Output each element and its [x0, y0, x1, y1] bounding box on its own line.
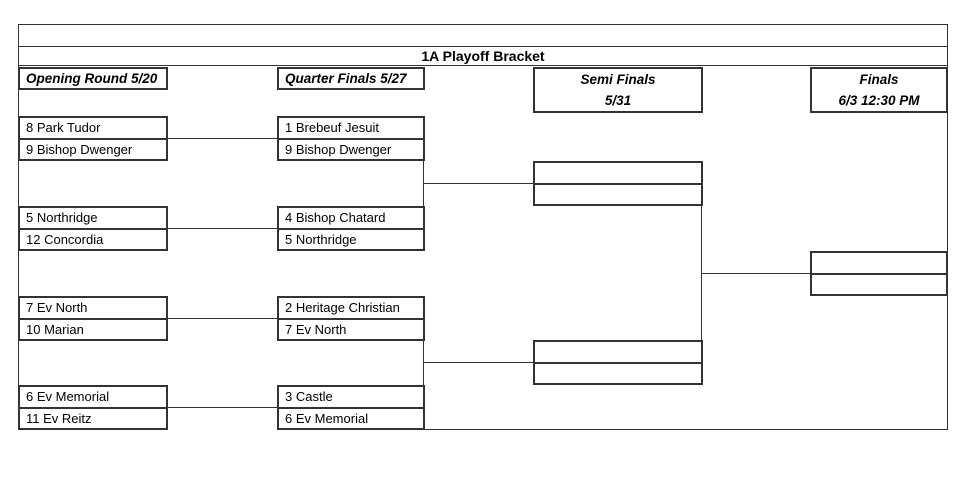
page-title: 1A Playoff Bracket — [421, 48, 545, 64]
connector-line — [423, 362, 533, 363]
column-header-finals: Finals 6/3 12:30 PM — [810, 67, 948, 113]
empty-team-slot — [535, 342, 701, 364]
sheet-left-border — [18, 66, 19, 430]
empty-team-slot — [535, 185, 701, 205]
team-slot: 7 Ev North — [285, 321, 347, 337]
team-slot: 3 Castle — [279, 387, 423, 409]
match-box-opening-3: 7 Ev North 10 Marian — [18, 296, 168, 341]
empty-team-slot — [535, 364, 701, 384]
connector-line — [168, 138, 277, 139]
match-box-opening-2: 5 Northridge 12 Concordia — [18, 206, 168, 251]
match-box-semi-1 — [533, 161, 703, 206]
sheet-bottom-border — [423, 429, 948, 430]
team-slot: 7 Ev North — [20, 298, 166, 320]
column-header-quarter-finals: Quarter Finals 5/27 — [277, 67, 425, 90]
team-slot: 6 Ev Memorial — [20, 387, 166, 409]
match-box-opening-1: 8 Park Tudor 9 Bishop Dwenger — [18, 116, 168, 161]
connector-line — [168, 228, 277, 229]
team-slot: 5 Northridge — [285, 231, 357, 247]
team-slot: 8 Park Tudor — [20, 118, 166, 140]
blank-row — [19, 25, 947, 47]
connector-line — [168, 318, 277, 319]
team-slot: 9 Bishop Dwenger — [285, 141, 392, 157]
connector-line — [701, 273, 810, 274]
semi-finals-label: Semi Finals — [580, 72, 656, 87]
team-slot: 1 Brebeuf Jesuit — [279, 118, 423, 140]
team-slot: 2 Heritage Christian — [279, 298, 423, 320]
column-header-opening-round: Opening Round 5/20 — [18, 67, 168, 90]
semi-finals-date: 5/31 — [604, 93, 632, 108]
team-slot: 12 Concordia — [26, 231, 104, 247]
team-slot: 10 Marian — [26, 321, 84, 337]
team-slot: 6 Ev Memorial — [285, 410, 369, 426]
match-box-quarter-3: 2 Heritage Christian 7 Ev North — [277, 296, 425, 341]
match-box-finals — [810, 251, 948, 296]
empty-team-slot — [535, 163, 701, 185]
sheet-right-border — [947, 66, 948, 430]
match-box-quarter-2: 4 Bishop Chatard 5 Northridge — [277, 206, 425, 251]
connector-line — [423, 183, 533, 184]
sheet-top-rows: 1A Playoff Bracket — [18, 24, 948, 66]
connector-line — [168, 407, 277, 408]
match-box-semi-2 — [533, 340, 703, 385]
match-box-opening-4: 6 Ev Memorial 11 Ev Reitz — [18, 385, 168, 430]
team-slot: 11 Ev Reitz — [26, 410, 92, 426]
team-slot: 4 Bishop Chatard — [279, 208, 423, 230]
column-header-semi-finals: Semi Finals 5/31 — [533, 67, 703, 113]
finals-datetime: 6/3 12:30 PM — [838, 93, 920, 108]
team-slot: 5 Northridge — [20, 208, 166, 230]
match-box-quarter-4: 3 Castle 6 Ev Memorial — [277, 385, 425, 430]
team-slot: 9 Bishop Dwenger — [26, 141, 133, 157]
empty-team-slot — [812, 275, 946, 295]
match-box-quarter-1: 1 Brebeuf Jesuit 9 Bishop Dwenger — [277, 116, 425, 161]
finals-label: Finals — [859, 72, 899, 87]
empty-team-slot — [812, 253, 946, 275]
